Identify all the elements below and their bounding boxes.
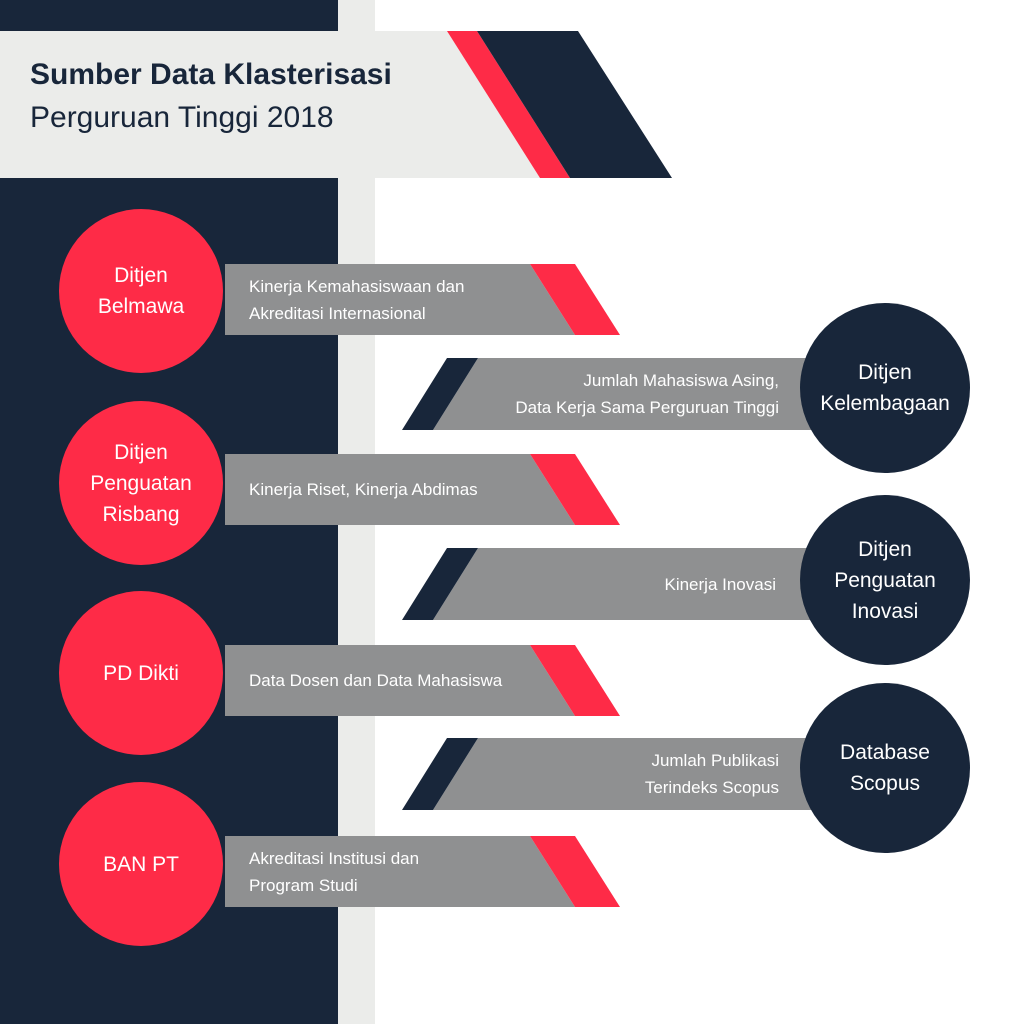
source-data-label: Jumlah Mahasiswa Asing, Data Kerja Sama … — [515, 371, 779, 417]
source-name: Ditjen Belmawa — [97, 264, 185, 318]
source-circle-risbang: Ditjen Penguatan Risbang — [59, 401, 223, 565]
source-name: Ditjen Penguatan Risbang — [90, 440, 192, 526]
source-circle-belmawa: Ditjen Belmawa — [59, 209, 223, 373]
right-banner-text: Jumlah Publikasi Terindeks Scopus — [645, 738, 779, 810]
source-name: Ditjen Penguatan Inovasi — [834, 537, 936, 623]
left-banner — [225, 836, 575, 907]
right-banner-text: Kinerja Inovasi — [664, 548, 776, 620]
left-banner-red-tip — [530, 836, 620, 907]
source-data-label: Data Dosen dan Data Mahasiswa — [249, 671, 503, 690]
left-banner-text: Kinerja Kemahasiswaan dan Akreditasi Int… — [249, 264, 464, 335]
right-banner-navy-tip — [402, 358, 478, 430]
source-data-label: Jumlah Publikasi Terindeks Scopus — [644, 751, 779, 797]
left-banner-text: Data Dosen dan Data Mahasiswa — [249, 645, 502, 716]
source-circle-scopus: Database Scopus — [800, 683, 970, 853]
right-banner — [433, 738, 830, 810]
left-banner-red-tip — [530, 264, 620, 335]
left-banner — [225, 454, 575, 525]
source-name: BAN PT — [103, 852, 179, 876]
source-circle-inovasi: Ditjen Penguatan Inovasi — [800, 495, 970, 665]
left-banner — [225, 645, 575, 716]
right-banner-text: Jumlah Mahasiswa Asing, Data Kerja Sama … — [515, 358, 779, 430]
source-data-label: Kinerja Riset, Kinerja Abdimas — [249, 480, 478, 499]
left-banner-red-tip — [530, 645, 620, 716]
source-data-label: Akreditasi Institusi dan Program Studi — [249, 848, 420, 895]
source-name: PD Dikti — [103, 661, 179, 685]
source-data-label: Kinerja Kemahasiswaan dan Akreditasi Int… — [249, 276, 465, 323]
left-banner-red-tip — [530, 454, 620, 525]
source-circle-kelembagaan: Ditjen Kelembagaan — [800, 303, 970, 473]
page-subtitle: Perguruan Tinggi 2018 — [30, 101, 334, 134]
left-banner — [225, 264, 575, 335]
header-navy-stripe — [477, 31, 672, 178]
source-data-label: Kinerja Inovasi — [664, 574, 776, 594]
header-red-stripe — [447, 31, 570, 178]
source-name: Database Scopus — [840, 741, 930, 795]
left-banner-text: Akreditasi Institusi dan Program Studi — [249, 836, 419, 907]
right-banner-navy-tip — [402, 548, 478, 620]
page-title: Sumber Data Klasterisasi — [30, 58, 392, 91]
header-band — [0, 31, 540, 178]
right-banner — [433, 358, 830, 430]
source-circle-pddikti: PD Dikti — [59, 591, 223, 755]
source-name: Ditjen Kelembagaan — [820, 361, 950, 415]
right-banner — [433, 548, 830, 620]
right-banner-navy-tip — [402, 738, 478, 810]
source-circle-banpt: BAN PT — [59, 782, 223, 946]
left-banner-text: Kinerja Riset, Kinerja Abdimas — [249, 454, 478, 525]
